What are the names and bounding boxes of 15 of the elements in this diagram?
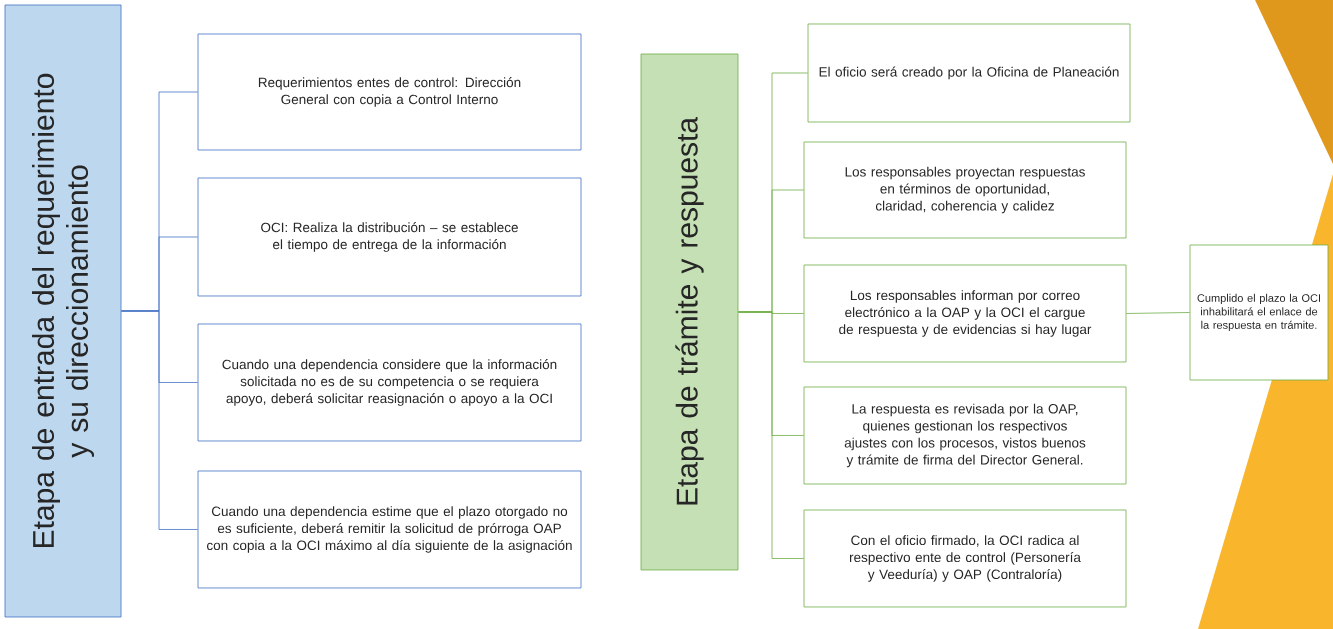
step-box: Los responsables informan por correo electrónico a la OAP y la OCI el cargue de respuesta y de evidencias si hay lugar — [803, 264, 1127, 363]
connector-line — [121, 310, 198, 530]
step-box: Cuando una dependencia estime que el plazo otorgado no es suficiente, deberá remitir la solicitud de prórroga OAP con copia a la OCI máximo al día siguiente de la asignación — [197, 470, 582, 589]
step-box: Los responsables proyectan respuestas en términos de oportunidad, claridad, coherencia y calidez — [803, 141, 1127, 239]
step-box: Con el oficio firmado, la OCI radica al respectivo ente de control (Personería y Veeduría) y OAP (Contraloría) — [803, 509, 1127, 608]
stage-band: Etapa de entrada del requerimiento y su direccionamiento — [4, 4, 122, 618]
step-box: Cuando una dependencia considere que la información solicitada no es de su competencia o se requiera apoyo, deberá solicitar reasignación o apoyo a la OCI — [197, 323, 582, 442]
stage-band: Etapa de trámite y respuesta — [640, 53, 739, 571]
connector-line — [738, 311, 804, 559]
step-box: OCI: Realiza la distribución – se establece el tiempo de entrega de la información — [197, 177, 582, 297]
connector-line — [1126, 312, 1190, 314]
step-box: Requerimientos entes de control: Dirección General con copia a Control Interno — [197, 33, 582, 151]
note-box: Cumplido el plazo la OCI inhabilitará el enlace de la respuesta en trámite. — [1189, 244, 1329, 381]
step-box: El oficio será creado por la Oficina de Planeación — [807, 23, 1131, 123]
step-box: La respuesta es revisada por la OAP, quienes gestionan los respectivos ajustes con los procesos, vistos buenos y trámite de firma del Director General. — [803, 386, 1127, 485]
